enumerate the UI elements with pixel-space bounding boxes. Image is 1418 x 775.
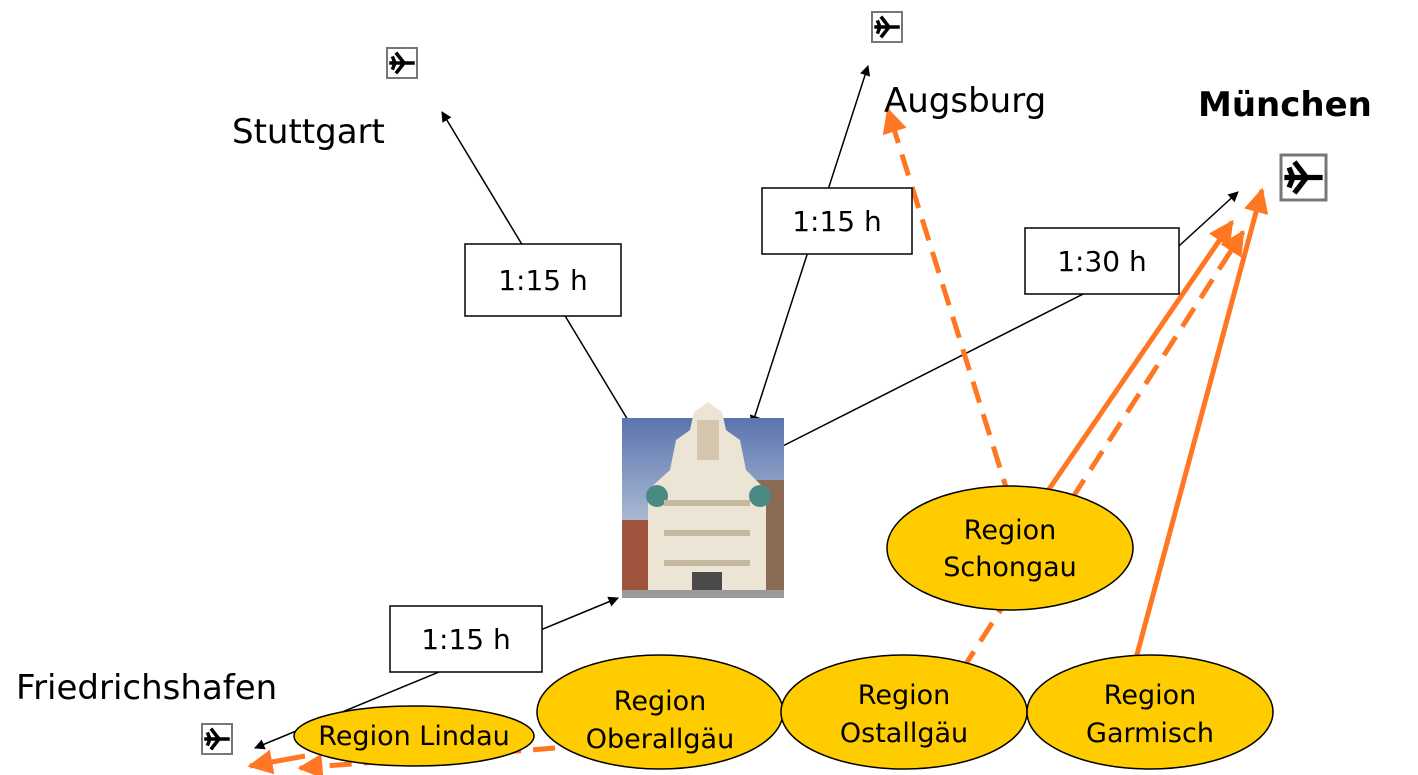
route-garmisch-muenchen [1132,187,1269,663]
region-ostallgaeu [780,654,1028,770]
airplane-icon [385,46,419,80]
route-schongau-augsburg [882,107,1013,501]
connection-muenchen [764,191,1239,456]
airplane-icon [200,722,234,756]
airplane-icon [1281,155,1326,200]
region-garmisch-line1: Region [1104,680,1196,711]
route-schongau-muenchen [1042,219,1235,497]
region-garmisch-line2: Garmisch [1086,718,1214,749]
region-garmisch [1026,654,1274,770]
region-lindau [293,705,535,767]
duration-stuttgart: 1:15 h [498,264,588,297]
airplane-icon [870,10,904,44]
region-lindau-line1: Region Lindau [318,721,509,752]
region-schongau-line1: Region [964,515,1056,546]
region-oberallgaeu-line2: Oberallgäu [586,724,734,755]
city-augsburg: Augsburg [884,81,1046,121]
region-schongau-line2: Schongau [943,552,1077,583]
town-hall-photo [622,402,784,598]
duration-augsburg: 1:15 h [792,205,882,238]
city-friedrichshafen: Friedrichshafen [16,668,277,708]
region-oberallgaeu-line1: Region [614,686,706,717]
route-lindau-friedrichshafen [247,749,306,775]
city-stuttgart: Stuttgart [232,112,385,152]
region-ostallgaeu-line1: Region [858,680,950,711]
region-ostallgaeu-line2: Ostallgäu [840,718,968,749]
city-muenchen: München [1198,85,1372,125]
region-schongau [886,485,1134,611]
duration-muenchen: 1:30 h [1057,245,1147,278]
duration-friedrichshafen: 1:15 h [421,623,511,656]
